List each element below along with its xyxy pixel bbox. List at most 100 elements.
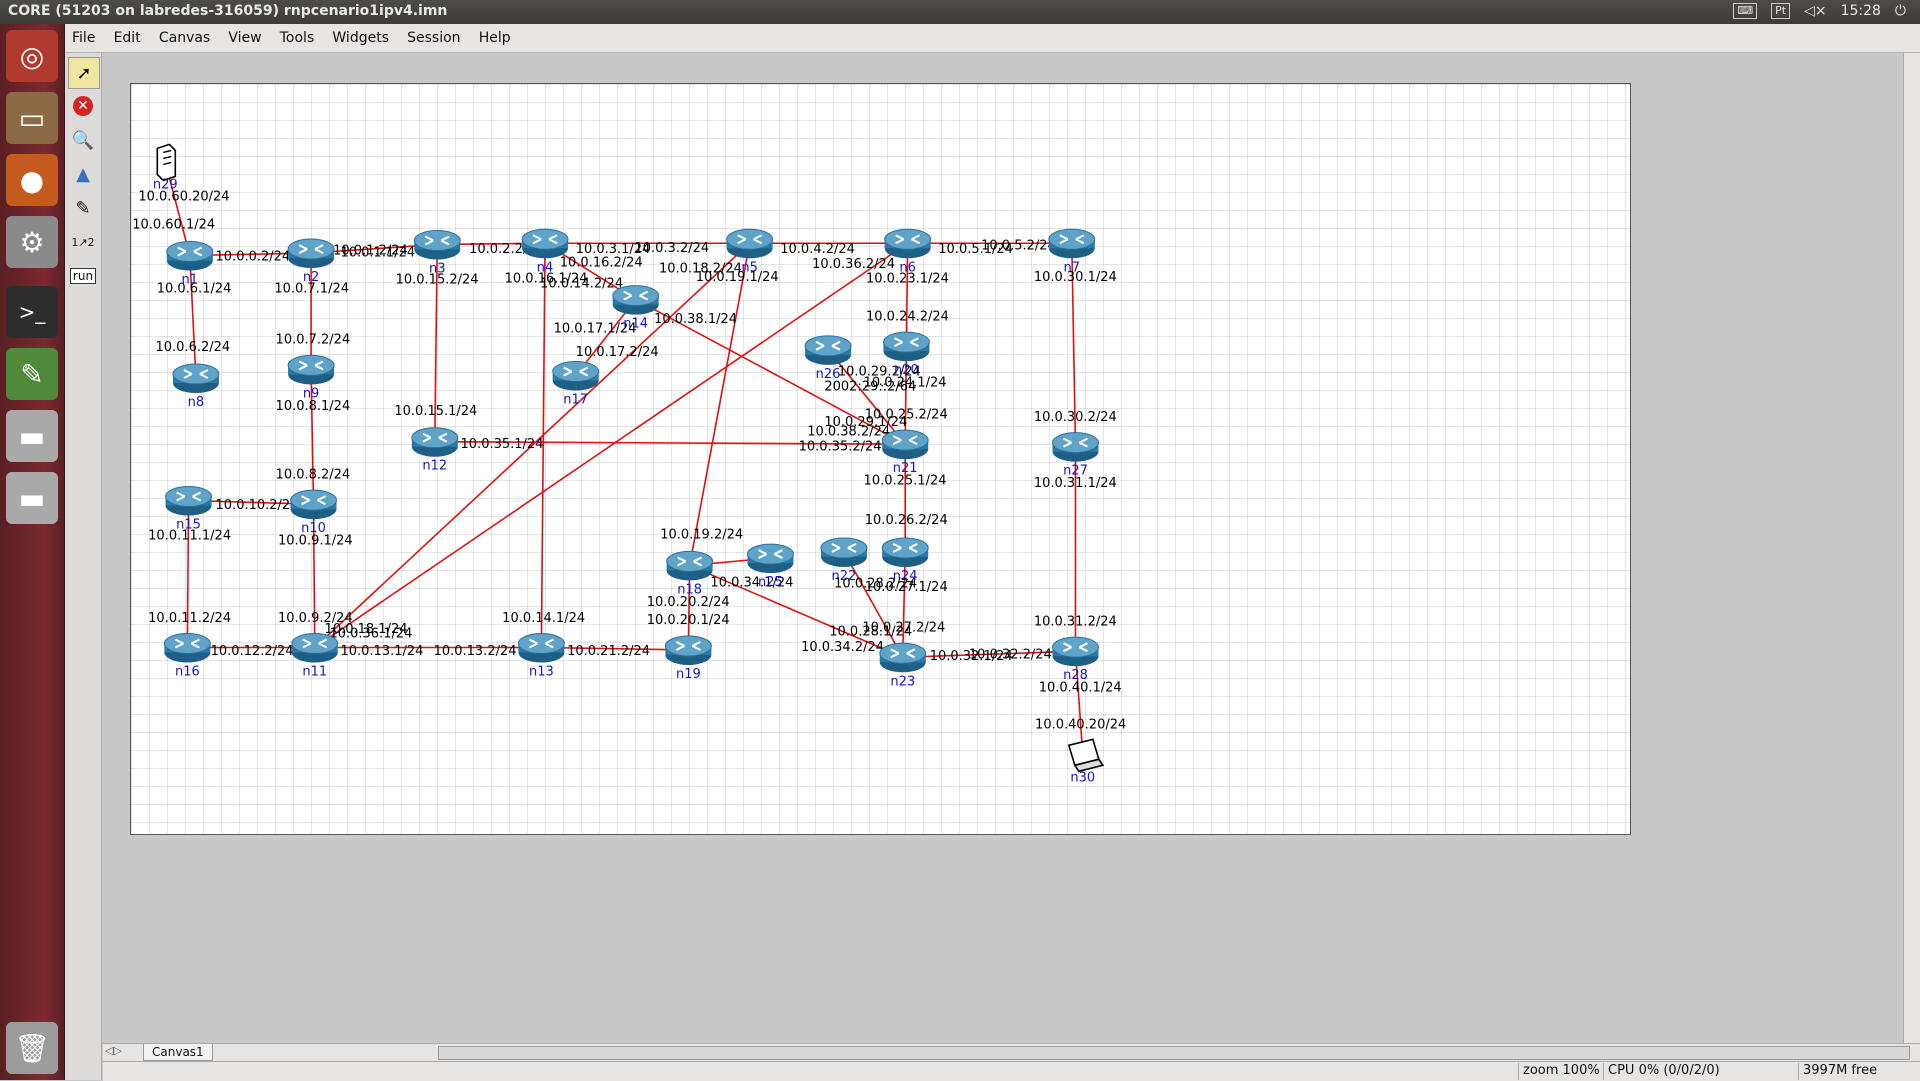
tab-scroll-arrows[interactable]: ◁▷ [105, 1044, 122, 1057]
power-icon[interactable]: ⏻ [1894, 3, 1906, 19]
link-n3-n12[interactable] [434, 244, 439, 442]
link-n10-n11[interactable] [312, 504, 316, 648]
node-label: n6 [899, 260, 916, 275]
editor-icon[interactable]: ✎ [6, 348, 58, 400]
node-n6[interactable]: n6 [884, 228, 932, 275]
link-n20-n21[interactable] [904, 346, 908, 445]
interface-address-label: 10.0.60.20/24 [138, 189, 229, 204]
link-n1-n8[interactable] [189, 255, 197, 379]
horizontal-scrollbar[interactable] [438, 1046, 1910, 1060]
stop-tool-icon[interactable]: ✕ [68, 91, 98, 121]
ubuntu-dash-icon[interactable]: ◎ [6, 30, 58, 82]
volume-icon[interactable]: ◁× [1804, 3, 1827, 19]
menu-help[interactable]: Help [478, 30, 511, 46]
zoom-tool-icon[interactable]: 🔍 [71, 129, 95, 151]
node-n30[interactable]: n30 [1067, 738, 1105, 785]
link-n11-n6[interactable] [314, 242, 909, 649]
node-n26[interactable]: n26 [804, 335, 852, 382]
node-n20[interactable]: n20 [882, 331, 930, 378]
node-label: n7 [1064, 260, 1081, 275]
menu-view[interactable]: View [228, 30, 262, 46]
link-n7-n27[interactable] [1071, 243, 1077, 447]
interface-address-label: 10.0.36.2/24 [812, 257, 895, 272]
interface-address-label: 10.0.15.2/24 [396, 273, 479, 288]
interface-address-label: 10.0.3.1/24 [576, 242, 651, 257]
node-n21[interactable]: n21 [881, 429, 929, 476]
tool-palette: ➚ ✕ 🔍 ▲ ✎ 1↗2 run [65, 53, 102, 1080]
link-n23-n28[interactable] [902, 650, 1076, 659]
link-n13-n19[interactable] [541, 646, 689, 651]
node-n24[interactable]: n24 [881, 537, 929, 584]
node-n28[interactable]: n28 [1051, 636, 1099, 683]
node-n7[interactable]: n7 [1048, 228, 1096, 275]
run-tool[interactable]: run [68, 261, 98, 291]
node-n8[interactable]: n8 [172, 363, 220, 410]
link-n6-n20[interactable] [905, 243, 909, 347]
node-n19[interactable]: n19 [664, 635, 712, 682]
settings-icon[interactable]: ⚙ [6, 216, 58, 268]
clock[interactable]: 15:28 [1840, 3, 1881, 19]
node-n17[interactable]: n17 [552, 361, 600, 408]
node-n16[interactable]: n16 [163, 633, 211, 680]
node-n9[interactable]: n9 [287, 354, 335, 401]
menu-widgets[interactable]: Widgets [332, 30, 389, 46]
node-n2[interactable]: n2 [287, 238, 335, 285]
throughput-tool-icon[interactable]: ▲ [76, 163, 90, 185]
link-n28-n30[interactable] [1074, 651, 1084, 756]
link-n18-n23[interactable] [689, 564, 904, 659]
node-n12[interactable]: n12 [411, 427, 459, 474]
disk-icon[interactable]: ▬ [6, 472, 58, 524]
node-n5[interactable]: n5 [726, 228, 774, 275]
link-n14-n21[interactable] [635, 298, 906, 445]
node-n1[interactable]: n1 [166, 241, 214, 288]
node-n15[interactable]: n15 [165, 486, 213, 533]
node-n13[interactable]: n13 [517, 633, 565, 680]
menu-session[interactable]: Session [407, 30, 461, 46]
node-n4[interactable]: n4 [521, 228, 569, 275]
link-n26-n21[interactable] [827, 349, 906, 445]
link-n5-n18[interactable] [688, 243, 751, 566]
node-label: n17 [563, 393, 588, 408]
node-n25[interactable]: n25 [746, 543, 794, 590]
node-n14[interactable]: n14 [612, 285, 660, 332]
link-n24-n23[interactable] [901, 551, 906, 658]
node-n11[interactable]: n11 [291, 633, 339, 680]
link-n4-n13[interactable] [540, 243, 546, 648]
link-n11-n5[interactable] [314, 242, 751, 649]
node-n10[interactable]: n10 [290, 489, 338, 536]
node-n23[interactable]: n23 [879, 642, 927, 689]
marker-tool-icon[interactable]: ✎ [75, 197, 91, 219]
tab-canvas1[interactable]: Canvas1 [143, 1044, 213, 1061]
link-n22-n23[interactable] [843, 551, 904, 658]
menu-canvas[interactable]: Canvas [158, 30, 211, 46]
system-tray: ⌨ Pt ◁× 15:28 ⏻ [1733, 3, 1906, 19]
node-n18[interactable]: n18 [666, 550, 714, 597]
menu-file[interactable]: File [72, 30, 96, 46]
node-n3[interactable]: n3 [413, 229, 461, 276]
firefox-icon[interactable]: ● [6, 154, 58, 206]
interface-address-label: 10.0.28.1/24 [829, 624, 912, 639]
interface-address-label: 10.0.32.2/24 [969, 648, 1052, 663]
trash-icon[interactable]: 🗑 [6, 1022, 58, 1074]
two-node-tool-icon[interactable]: 1↗2 [71, 235, 95, 249]
menu-edit[interactable]: Edit [113, 30, 141, 46]
node-n27[interactable]: n27 [1051, 432, 1099, 479]
interface-address-label: 10.0.23.1/24 [866, 271, 949, 286]
select-tool-icon[interactable]: ➚ [68, 57, 100, 89]
launcher: ◎ ▭ ● ⚙ >_ ✎ ▬ ▬ 🗑 [0, 24, 65, 1080]
node-n22[interactable]: n22 [820, 537, 868, 584]
memory-status: 3997M free [1798, 1063, 1881, 1080]
keyboard-icon[interactable]: ⌨ [1733, 3, 1758, 19]
link-n9-n10[interactable] [310, 369, 315, 505]
vertical-scrollbar[interactable] [1903, 53, 1920, 1043]
files-icon[interactable]: ▭ [6, 92, 58, 144]
interface-address-label: 10.0.19.1/24 [696, 270, 779, 285]
language-indicator[interactable]: Pt [1771, 3, 1791, 19]
menu-tools[interactable]: Tools [279, 30, 315, 46]
terminal-icon[interactable]: >_ [6, 286, 58, 338]
link-n12-n21[interactable] [434, 440, 906, 445]
disk-icon[interactable]: ▬ [6, 410, 58, 462]
link-n15-n16[interactable] [186, 500, 190, 648]
node-n29[interactable]: n29 [153, 143, 178, 192]
